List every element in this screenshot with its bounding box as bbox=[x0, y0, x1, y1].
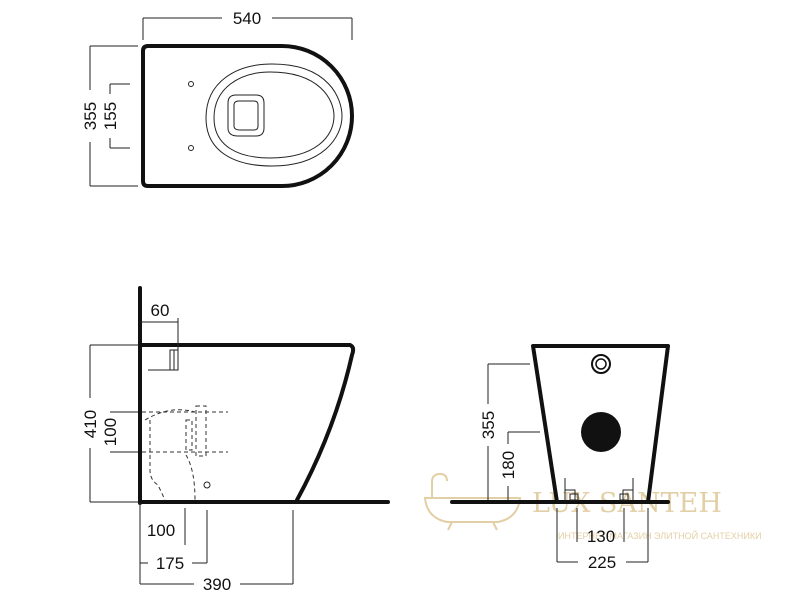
dim-outlet-100: 100 bbox=[147, 508, 186, 545]
dim-label-390: 390 bbox=[203, 575, 231, 594]
bowl-outline-side bbox=[140, 343, 356, 502]
dim-label-100-horizontal: 100 bbox=[147, 521, 175, 540]
water-inlet-connector bbox=[148, 349, 179, 371]
dim-base-width-225: 225 bbox=[556, 508, 649, 572]
dim-hole-spacing-155: 155 bbox=[101, 83, 130, 149]
waste-outlet-icon bbox=[581, 412, 621, 452]
bowl-outline-top bbox=[141, 44, 354, 188]
dim-label-155: 155 bbox=[101, 102, 120, 130]
dim-depth-390: 390 bbox=[139, 503, 294, 594]
dim-height-410: 410 bbox=[81, 344, 138, 503]
bowl-outline-front bbox=[531, 344, 670, 504]
dim-height-355-front: 355 bbox=[479, 363, 530, 500]
seat-fixing-hole-1 bbox=[188, 81, 194, 87]
top-view: 540 355 155 bbox=[81, 9, 354, 188]
rim-inner-top bbox=[205, 63, 343, 167]
seat-fixing-hole-2 bbox=[188, 145, 194, 151]
dim-outlet-height-180: 180 bbox=[499, 431, 540, 500]
dim-depth-355-top: 355 bbox=[81, 45, 138, 187]
bowl-opening-top bbox=[227, 94, 265, 137]
dim-label-410: 410 bbox=[81, 410, 100, 438]
bathtub-logo-icon bbox=[423, 472, 522, 531]
dim-pipe-offset-60: 60 bbox=[140, 301, 179, 350]
dim-fixing-spacing-130: 130 bbox=[576, 508, 625, 546]
dim-label-540: 540 bbox=[233, 9, 261, 28]
watermark-tagline: ИНТЕРНЕТ-МАГАЗИН ЭЛИТНОЙ САНТЕХНИКИ bbox=[558, 530, 762, 541]
dim-label-60: 60 bbox=[151, 301, 170, 320]
dim-label-355-top: 355 bbox=[81, 102, 100, 130]
hidden-lines-side bbox=[142, 405, 228, 501]
fixing-brackets bbox=[564, 478, 634, 501]
bowl-opening-inner bbox=[233, 100, 259, 131]
rim-inner-ring bbox=[213, 71, 335, 159]
dim-label-100-vertical: 100 bbox=[101, 418, 120, 446]
water-inlet-icon bbox=[591, 354, 611, 374]
dim-inlet-height-100: 100 bbox=[101, 411, 138, 453]
front-view: 355 180 130 225 bbox=[450, 344, 670, 572]
dim-outlet-175: 175 bbox=[140, 510, 208, 573]
dim-label-130: 130 bbox=[587, 527, 615, 546]
dim-label-225: 225 bbox=[588, 553, 616, 572]
dim-label-355-front: 355 bbox=[479, 411, 498, 439]
dim-label-175: 175 bbox=[156, 554, 184, 573]
side-view: 60 410 100 100 175 bbox=[81, 286, 390, 594]
dim-width-540: 540 bbox=[142, 9, 353, 40]
dim-label-180: 180 bbox=[499, 451, 518, 479]
